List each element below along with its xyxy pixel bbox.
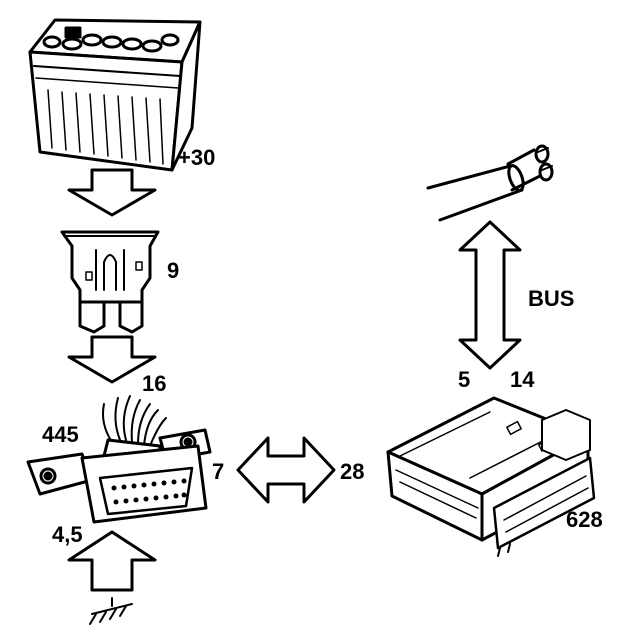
label-module-number: 628	[566, 507, 603, 532]
label-wire-number: 445	[42, 422, 79, 447]
label-ground-pins: 4,5	[52, 522, 83, 547]
connector-wires	[102, 395, 167, 447]
label-bus-pin-b: 14	[510, 367, 535, 392]
label-bus: BUS	[528, 286, 575, 311]
diagnostic-connector-icon	[26, 395, 212, 524]
arrow-ground-to-connector	[67, 530, 157, 592]
battery-icon	[28, 18, 202, 172]
label-connector-line-pin: 7	[212, 459, 225, 484]
connector-pins	[111, 478, 187, 505]
fuse-icon	[60, 230, 160, 334]
bus-cable-icon	[426, 144, 554, 222]
arrow-battery-to-fuse	[67, 168, 157, 217]
arrow-bus-to-module	[458, 220, 522, 370]
label-fuse-number: 9	[167, 258, 180, 283]
arrow-fuse-to-connector	[67, 335, 157, 384]
label-bus-pin-a: 5	[458, 367, 471, 392]
label-module-line-pin: 28	[340, 459, 365, 484]
ground-symbol-icon	[89, 597, 133, 625]
control-module-icon	[386, 396, 596, 557]
arrow-connector-to-module	[236, 436, 336, 504]
label-battery-terminal: +30	[178, 145, 216, 170]
label-connector-pin: 16	[142, 371, 167, 396]
